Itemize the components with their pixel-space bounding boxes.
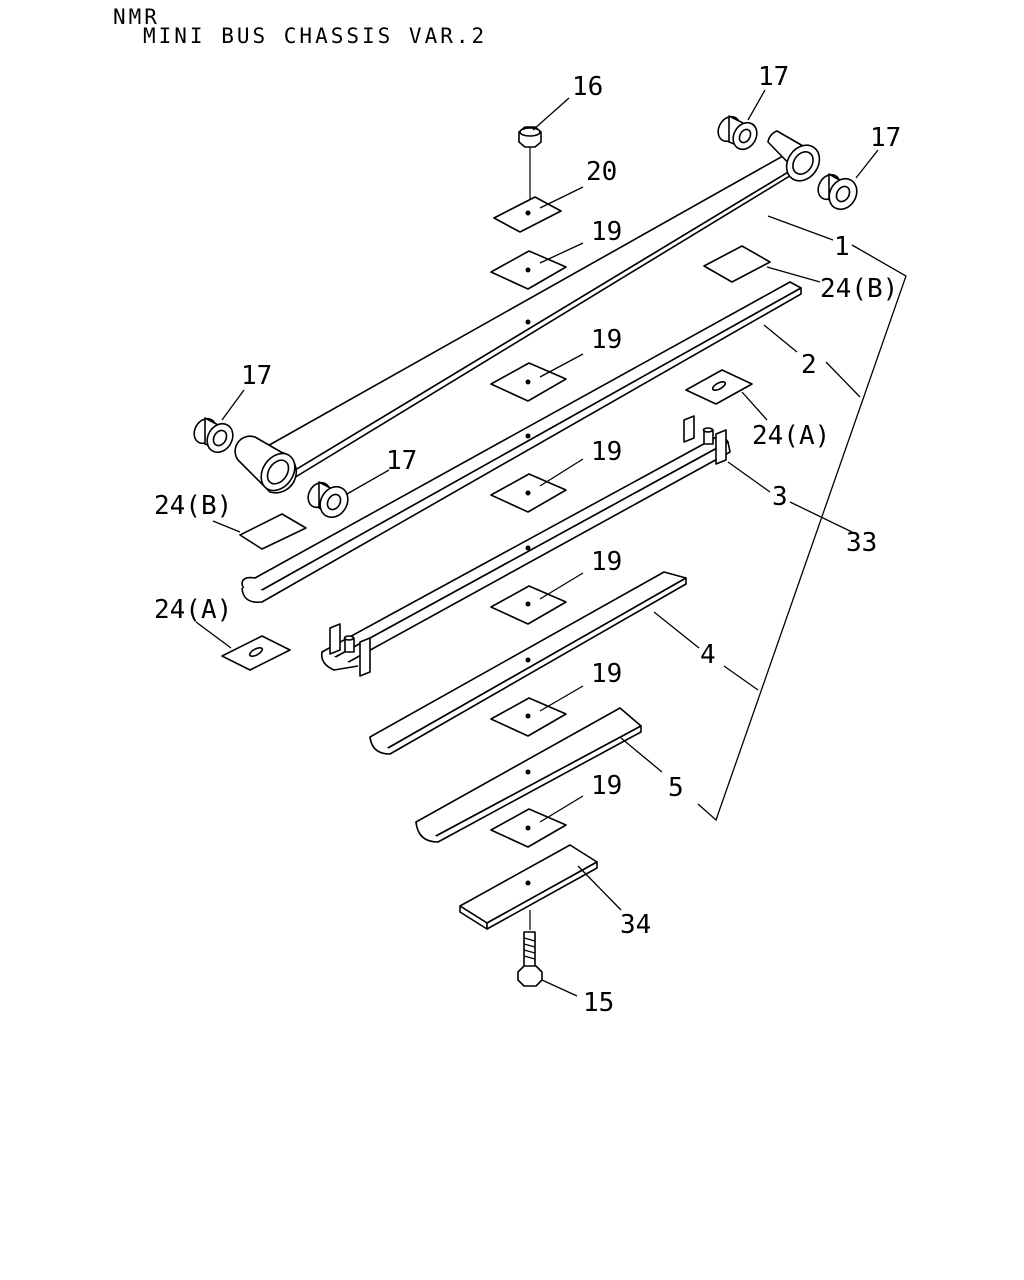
bushing-17-left [193,417,234,454]
clip-33-front [329,623,371,677]
callout-17-left: 17 [241,361,272,391]
diagram-title: MINI BUS CHASSIS VAR.2 [143,24,487,48]
callout-4: 4 [700,640,716,670]
callout-17-right: 17 [870,123,901,153]
callout-3: 3 [772,482,788,512]
shim-19-6 [490,808,567,848]
bushing-17-right [817,173,858,211]
callout-2: 2 [801,350,817,380]
callout-17-top: 17 [758,62,789,92]
callout-20: 20 [586,157,617,187]
liner-24b-left [239,513,307,550]
leader-lines [195,89,907,997]
callout-24b-right: 24(B) [820,274,898,304]
callout-1: 1 [834,232,850,262]
liner-24b-right [703,245,771,283]
leaf-4 [369,571,687,755]
model-code: NMR [113,5,160,29]
shim-19-1 [490,250,567,290]
liner-24a-left [221,635,291,671]
callout-19-3: 19 [591,437,622,467]
callout-16: 16 [572,72,603,102]
callout-19-4: 19 [591,547,622,577]
callout-5: 5 [668,773,684,803]
shim-19-5 [490,697,567,737]
center-bolt-15 [517,931,543,987]
callout-24b-left: 24(B) [154,491,232,521]
leaf-3 [320,433,731,671]
callout-34: 34 [620,910,651,940]
callout-19-1: 19 [591,217,622,247]
callout-19-5: 19 [591,659,622,689]
main-leaf-1 [234,130,821,494]
callout-15: 15 [583,988,614,1018]
shim-19-3 [490,473,567,513]
leaf-2 [241,281,802,604]
leaf-5 [415,707,642,843]
liner-24a-right [685,369,753,405]
clip-33-rear [683,415,727,465]
bushing-17-top [717,115,758,151]
callout-17-mid: 17 [386,446,417,476]
shim-19-4 [490,585,567,625]
callout-19-2: 19 [591,325,622,355]
callout-19-6: 19 [591,771,622,801]
bushing-17-mid [307,481,349,519]
nut-16 [518,126,542,212]
callout-33: 33 [846,528,877,558]
callout-24a-right: 24(A) [752,421,830,451]
callout-24a-left: 24(A) [154,595,232,625]
callout-labels: 16 17 17 17 17 20 19 19 19 19 19 19 1 24… [154,62,901,1018]
plate-34 [459,844,598,930]
